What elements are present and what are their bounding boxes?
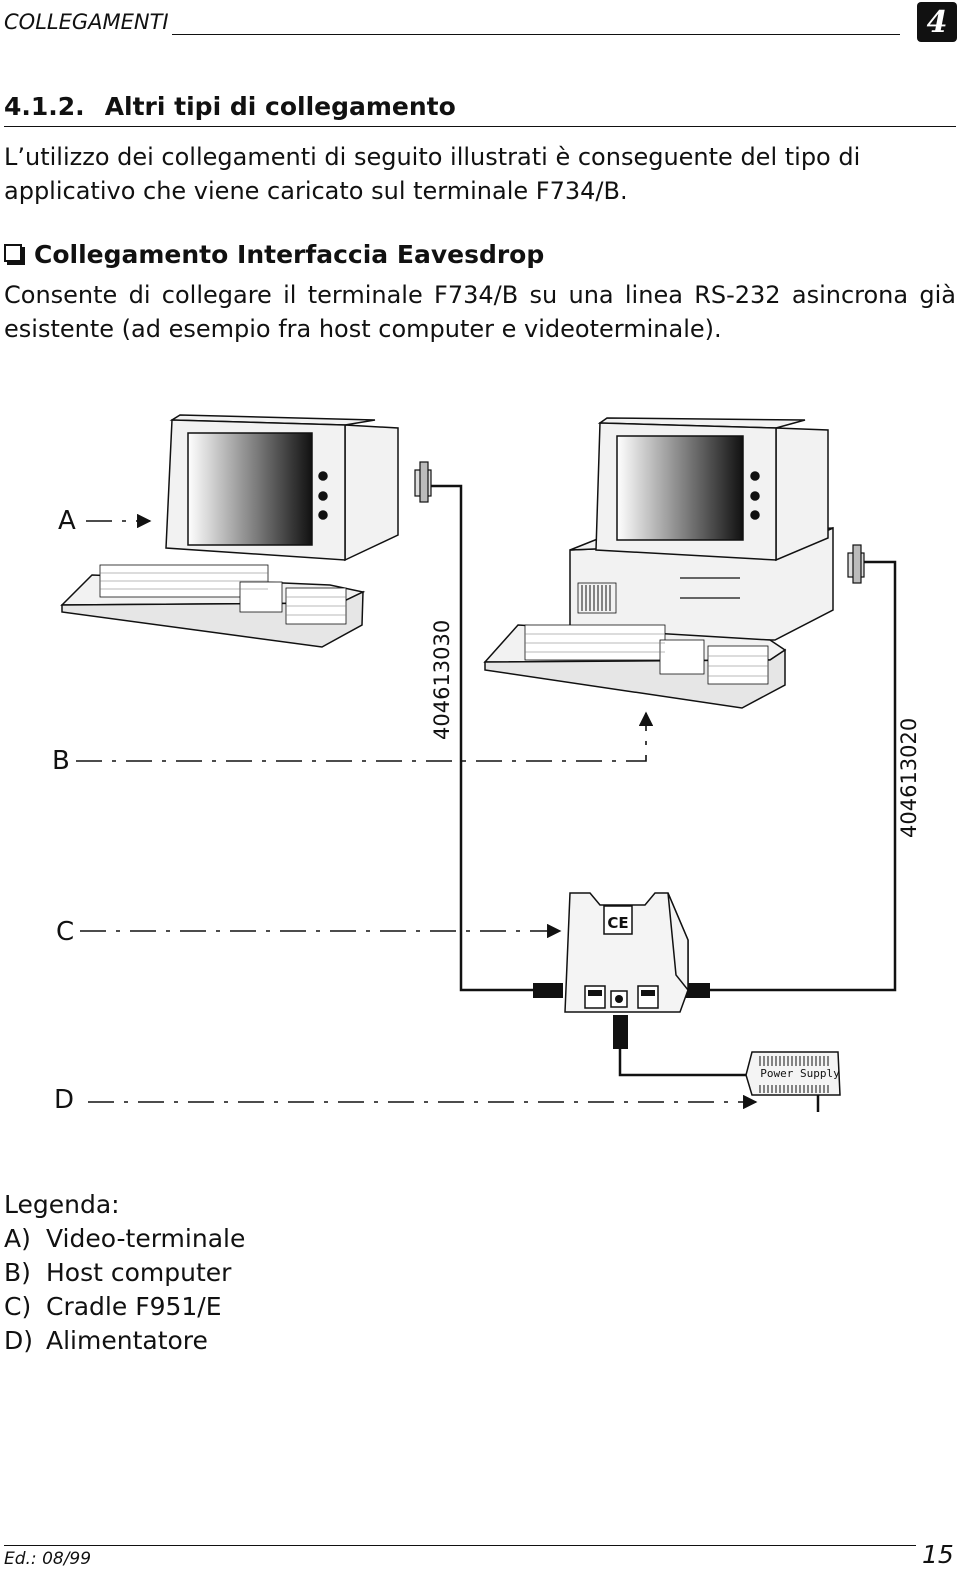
- connection-diagram: CE Power Supply A B C D 404613030 404613…: [52, 414, 921, 1115]
- power-supply-label: Power Supply: [760, 1067, 840, 1080]
- legend-item: D) Alimentatore: [4, 1324, 245, 1358]
- label-d: D: [54, 1085, 74, 1115]
- chapter-number-badge: 4: [917, 2, 957, 42]
- section-rule: [4, 126, 956, 127]
- cradle-illustration: [564, 892, 689, 1013]
- pointer-line-b: [76, 711, 654, 762]
- host-computer-illustration: [483, 417, 834, 709]
- section-title: Altri tipi di collegamento: [104, 92, 456, 121]
- legend-item: A) Video-terminale: [4, 1222, 245, 1256]
- section-number: 4.1.2.: [4, 92, 85, 121]
- legend-key: A): [4, 1224, 31, 1253]
- legend-key: B): [4, 1258, 31, 1287]
- power-supply-illustration: [745, 1051, 841, 1096]
- serial-connector-1-icon: [414, 461, 432, 503]
- label-c: C: [56, 917, 74, 947]
- label-b: B: [52, 746, 70, 776]
- label-a: A: [58, 506, 76, 536]
- page-number: 15: [922, 1540, 954, 1569]
- cable-code-2: 404613020: [897, 718, 921, 838]
- legend-item: C) Cradle F951/E: [4, 1290, 245, 1324]
- cable-code-1: 404613030: [430, 620, 454, 740]
- ce-mark: CE: [607, 914, 628, 932]
- legend-text: Cradle F951/E: [46, 1292, 222, 1321]
- legend-item: B) Host computer: [4, 1256, 245, 1290]
- footer-rule: [4, 1545, 916, 1546]
- video-terminal-illustration: [60, 414, 399, 648]
- section-heading: 4.1.2. Altri tipi di collegamento: [4, 92, 456, 121]
- footer-edition: Ed.: 08/99: [4, 1549, 92, 1569]
- subsection-title: Collegamento Interfaccia Eavesdrop: [34, 240, 545, 269]
- legend: Legenda: A) Video-terminale B) Host comp…: [4, 1188, 245, 1358]
- subsection-heading: Collegamento Interfaccia Eavesdrop: [4, 240, 544, 269]
- serial-connector-2-icon: [847, 544, 865, 584]
- legend-text: Alimentatore: [46, 1326, 208, 1355]
- header-title: COLLEGAMENTI: [4, 10, 169, 34]
- legend-key: D): [4, 1326, 34, 1355]
- legend-key: C): [4, 1292, 32, 1321]
- legend-text: Video-terminale: [46, 1224, 246, 1253]
- checkbox-bullet-icon: [4, 244, 22, 262]
- legend-title: Legenda:: [4, 1190, 120, 1219]
- legend-text: Host computer: [46, 1258, 232, 1287]
- intro-paragraph: L’utilizzo dei collegamenti di seguito i…: [4, 143, 861, 205]
- header-rule: [172, 34, 900, 35]
- subsection-paragraph: Consente di collegare il terminale F734/…: [4, 281, 956, 343]
